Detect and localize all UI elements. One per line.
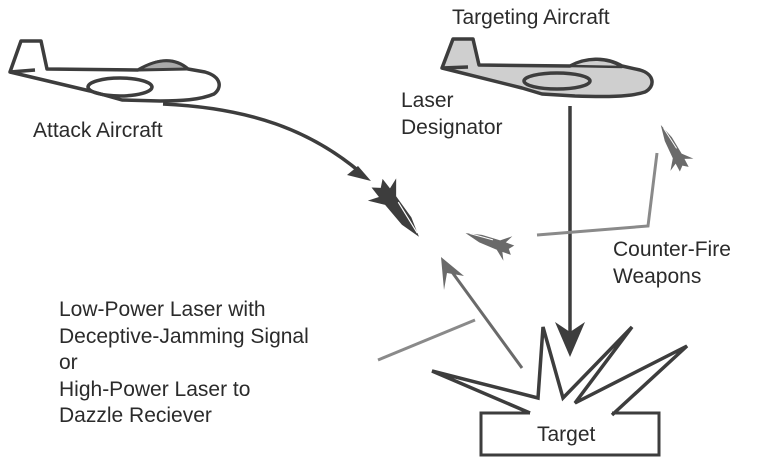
counter-fire-weapons-label: Counter-Fire Weapons <box>613 237 731 290</box>
attack-aircraft-icon <box>8 39 221 103</box>
counter-fire-leader-line <box>536 152 659 237</box>
laser-designator-line-1: Laser <box>401 89 454 112</box>
attack-path-arrow <box>162 102 371 181</box>
countermeasure-line: Low-Power Laser with <box>59 298 266 321</box>
explosion-starburst <box>431 325 689 417</box>
target-box <box>479 411 661 457</box>
countermeasure-line: Dazzle Reciever <box>59 404 212 427</box>
countermeasure-leader-line <box>377 318 476 362</box>
counter-fire-missile-icon <box>465 233 515 261</box>
counter-fire-line-1: Counter-Fire <box>613 238 731 261</box>
laser-designator-line-2: Designator <box>401 115 503 139</box>
target-label: Target <box>537 423 596 446</box>
targeting-aircraft-label: Targeting Aircraft <box>452 6 610 29</box>
countermeasure-line: High-Power Laser to <box>59 377 251 401</box>
attack-aircraft-label: Attack Aircraft <box>33 119 163 142</box>
counter-fire-line-2: Weapons <box>613 264 702 288</box>
counter-fire-missile-icon <box>660 125 694 172</box>
laser-designator-beam <box>555 106 585 357</box>
countermeasure-line: or <box>59 351 78 374</box>
targeting-aircraft-icon <box>440 37 654 99</box>
countermeasure-label: Low-Power Laser with Deceptive-Jamming S… <box>59 297 309 430</box>
countermeasure-laser-arrow <box>441 257 524 369</box>
laser-designator-label: Laser Designator <box>401 88 503 141</box>
attack-missile-icon <box>367 178 419 237</box>
countermeasure-line: Deceptive-Jamming Signal <box>59 324 309 348</box>
